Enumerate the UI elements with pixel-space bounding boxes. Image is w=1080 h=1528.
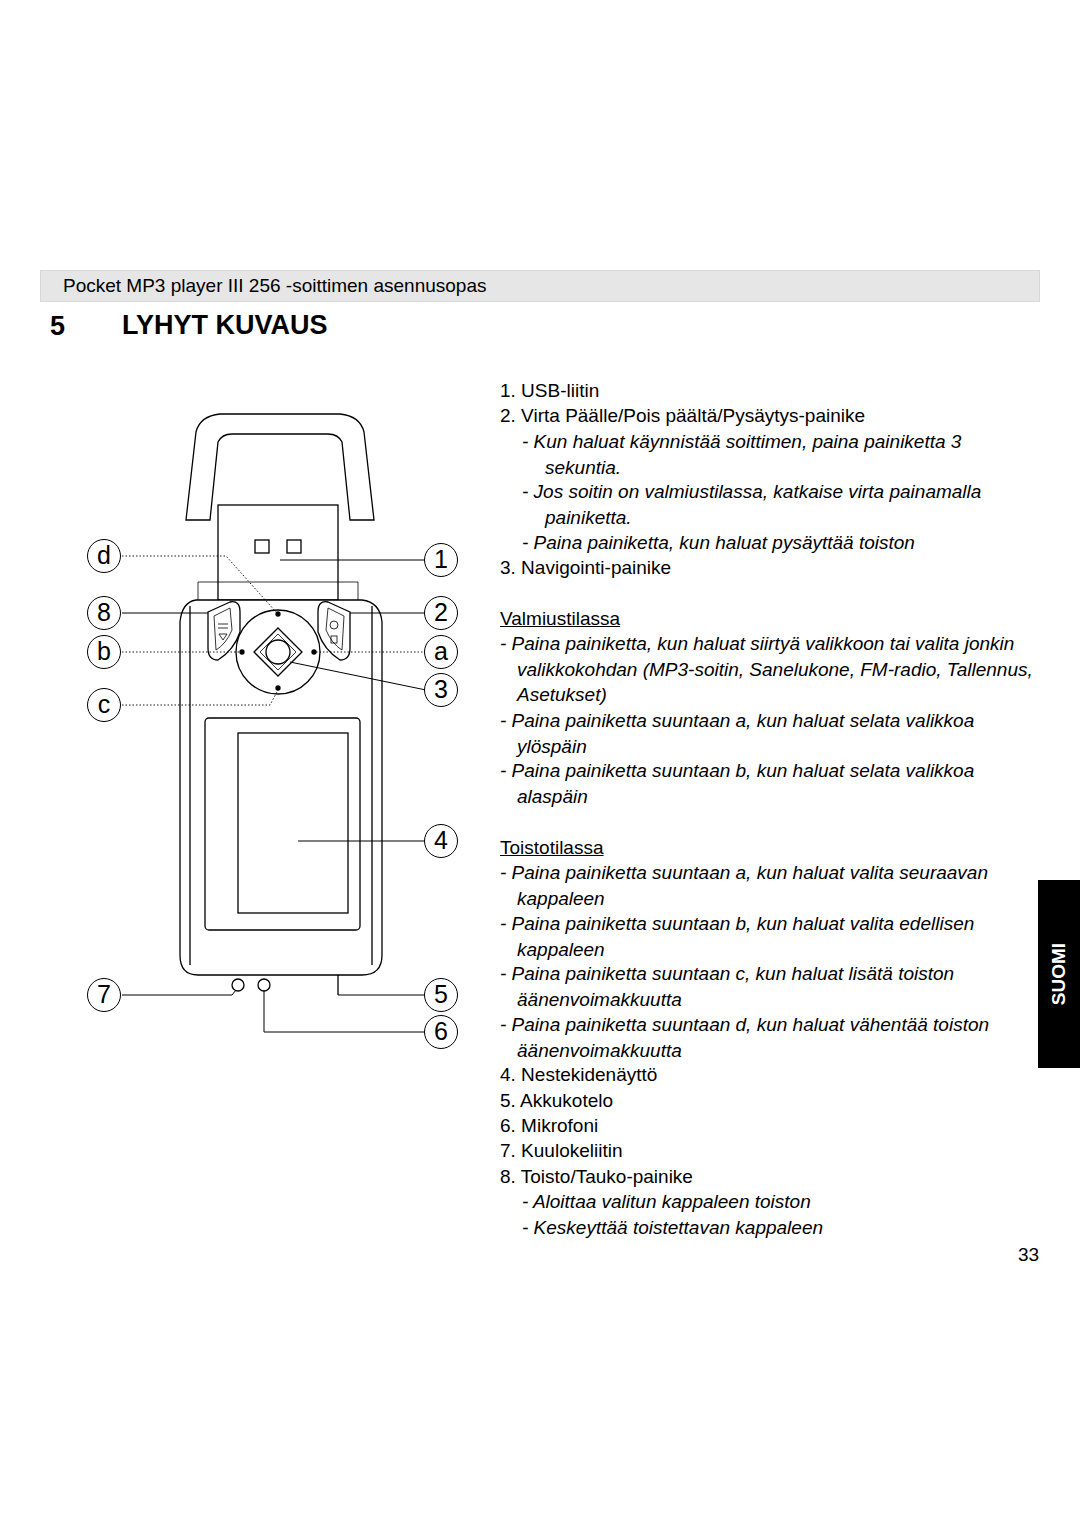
callout-number: 5 [434, 982, 448, 1007]
callout-circle: 7 [87, 978, 121, 1012]
instruction-text: - Kun haluat käynnistää soittimen, paina… [522, 429, 1042, 480]
instruction-text: - Paina painiketta suuntaan b, kun halua… [500, 911, 1040, 962]
part-name: 1. USB-liitin [500, 378, 1040, 404]
callout-circle: b [87, 635, 121, 669]
subheading: Toistotilassa [500, 835, 1040, 861]
header-band: Pocket MP3 player III 256 -soittimen ase… [40, 270, 1040, 302]
callout-number: 4 [434, 828, 448, 853]
callout-circle: c [87, 688, 121, 722]
callout-circle: 2 [424, 596, 458, 630]
instruction-text: - Paina painiketta suuntaan b, kun halua… [500, 758, 1040, 809]
instruction-text: - Paina painiketta, kun haluat siirtyä v… [500, 631, 1040, 708]
instruction-text: - Paina painiketta, kun haluat pysäyttää… [522, 530, 1042, 556]
part-name: 5. Akkukotelo [500, 1088, 1040, 1114]
callout-circle: 5 [424, 978, 458, 1012]
part-name: 3. Navigointi-painike [500, 555, 1040, 581]
callout-number: 2 [434, 600, 448, 625]
callout-number: 8 [97, 600, 111, 625]
subheading: Valmiustilassa [500, 606, 1040, 632]
callout-number: b [97, 639, 111, 664]
callout-number: c [98, 692, 111, 717]
instruction-text: - Jos soitin on valmiustilassa, katkaise… [522, 479, 1042, 530]
part-name: 7. Kuulokeliitin [500, 1138, 1040, 1164]
callout-circle: 4 [424, 824, 458, 858]
part-name: 2. Virta Päälle/Pois päältä/Pysäytys-pai… [500, 403, 1040, 429]
callout-circle: 8 [87, 596, 121, 630]
callout-number: 1 [434, 547, 448, 572]
callout-number: 3 [434, 677, 448, 702]
callout-circle: 1 [424, 543, 458, 577]
callout-number: d [97, 543, 111, 568]
instruction-text: - Paina painiketta suuntaan a, kun halua… [500, 708, 1040, 759]
part-name: 4. Nestekidenäyttö [500, 1062, 1040, 1088]
callout-number: 7 [97, 982, 111, 1007]
instruction-text: - Paina painiketta suuntaan d, kun halua… [500, 1012, 1040, 1063]
instruction-text: - Paina painiketta suuntaan c, kun halua… [500, 961, 1040, 1012]
instruction-text: - Paina painiketta suuntaan a, kun halua… [500, 860, 1040, 911]
section-title: LYHYT KUVAUS [122, 310, 328, 341]
part-name: 8. Toisto/Tauko-painike [500, 1164, 1040, 1190]
callout-circle: 3 [424, 673, 458, 707]
instruction-text: - Keskeyttää toistettavan kappaleen [522, 1215, 1042, 1241]
callout-number: a [434, 639, 448, 664]
page-number: 33 [1018, 1242, 1058, 1268]
tab-text: SUOMI [1048, 943, 1070, 1005]
language-tab: SUOMI [1038, 880, 1080, 1068]
part-name: 6. Mikrofoni [500, 1113, 1040, 1139]
callout-number: 6 [434, 1019, 448, 1044]
header-text: Pocket MP3 player III 256 -soittimen ase… [63, 275, 487, 297]
callout-circle: 6 [424, 1015, 458, 1049]
callout-circle: a [424, 635, 458, 669]
instruction-text: - Aloittaa valitun kappaleen toiston [522, 1189, 1042, 1215]
callout-circle: d [87, 539, 121, 573]
section-number: 5 [50, 310, 90, 342]
